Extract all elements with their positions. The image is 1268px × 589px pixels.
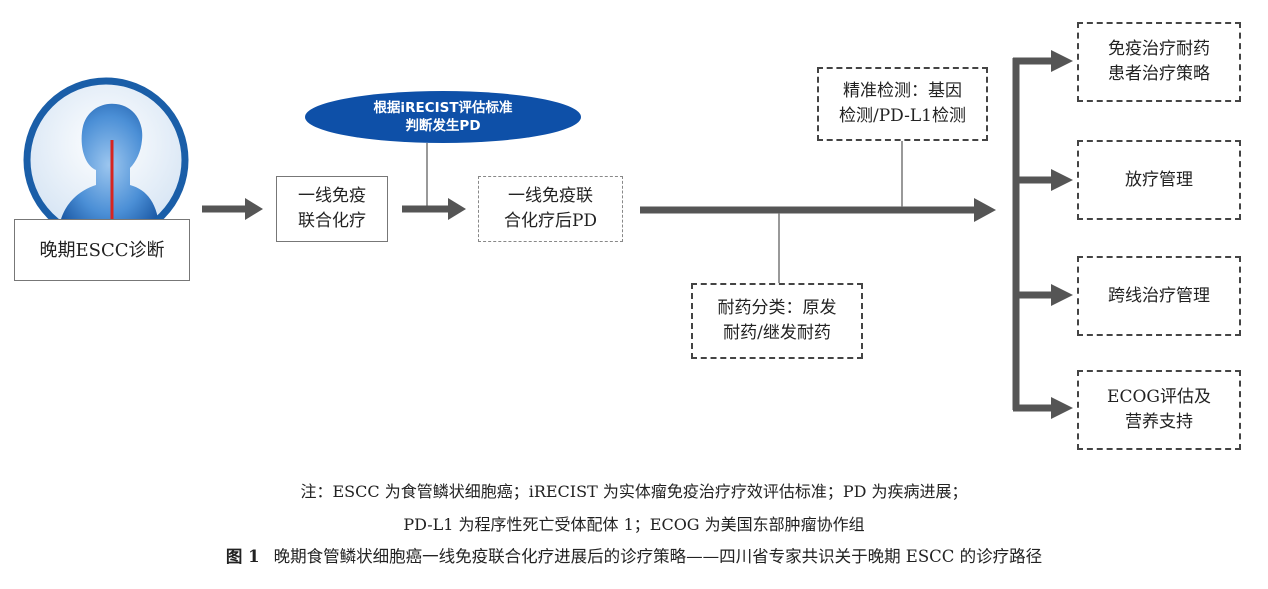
arrow-first-line-to-post-pd [402,198,466,220]
main-arrow [640,198,996,222]
figure-title: 晚期食管鳞状细胞癌一线免疫联合化疗进展后的诊疗策略——四川省专家共识关于晚期 E… [273,547,1043,566]
branch-arrows [1012,50,1073,419]
outcome-immunotherapy-strategy: 免疫治疗耐药 患者治疗策略 [1077,22,1241,102]
diagram-canvas [23,50,1073,419]
outcome-cross-line: 跨线治疗管理 [1077,256,1241,336]
diagnosis-box: 晚期ESCC诊断 [14,219,190,281]
first-line-box: 一线免疫 联合化疗 [276,176,388,242]
resistance-class-box: 耐药分类：原发 耐药/继发耐药 [691,283,863,359]
treatment-pathway-diagram: 晚期ESCC诊断 一线免疫 联合化疗 根据iRECIST评估标准 判断发生PD … [14,22,1241,450]
figure-caption: 图 1 晚期食管鳞状细胞癌一线免疫联合化疗进展后的诊疗策略——四川省专家共识关于晚… [0,543,1268,567]
caption-note-line1: 注：ESCC 为食管鳞状细胞癌；iRECIST 为实体瘤免疫治疗疗效评估标准；P… [300,482,968,501]
outcome-radiotherapy: 放疗管理 [1077,140,1241,220]
arrow-diagnosis-to-first-line [202,198,263,220]
precision-test-box: 精准检测：基因 检测/PD-L1检测 [817,67,988,141]
irecist-ellipse [305,91,581,143]
outcome-ecog-nutrition: ECOG评估及 营养支持 [1077,370,1241,450]
irecist-label: 根据iRECIST评估标准 判断发生PD [373,100,513,134]
caption-note-line2: PD-L1 为程序性死亡受体配体 1；ECOG 为美国东部肿瘤协作组 [403,515,865,534]
figure-number: 图 1 [225,547,260,566]
post-pd-box: 一线免疫联 合化疗后PD [478,176,623,242]
human-head-silhouette-icon [23,77,189,243]
